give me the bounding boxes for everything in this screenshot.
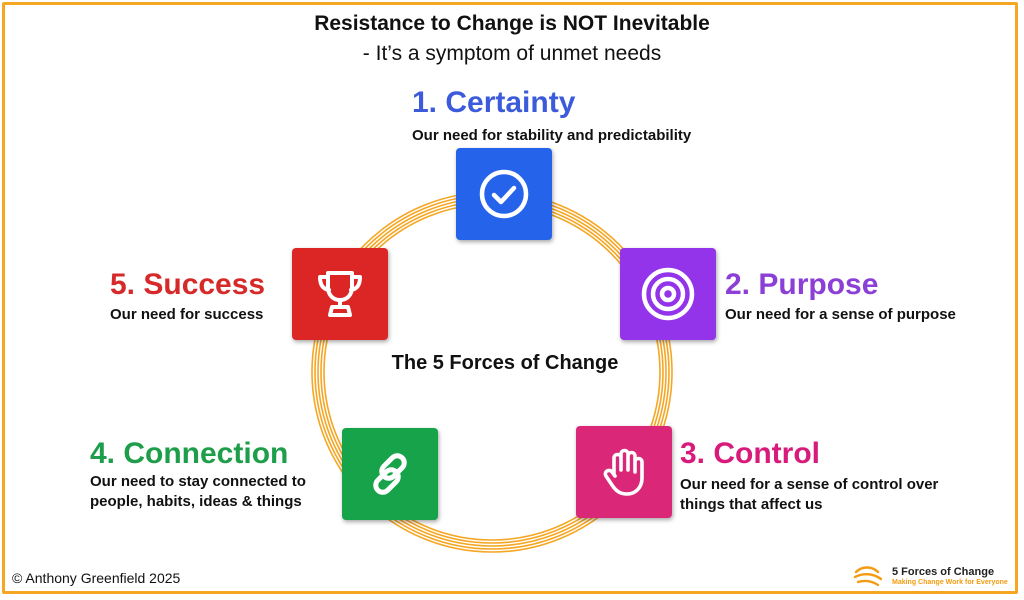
force-desc-control: Our need for a sense of control over thi…: [680, 476, 939, 513]
force-desc-connection: Our need to stay connected to people, ha…: [90, 473, 306, 510]
connection-tile: [342, 428, 438, 520]
brand-logo: 5 Forces of Change Making Change Work fo…: [852, 564, 1008, 588]
swirl-logo-icon: [853, 566, 883, 587]
copyright-text: © Anthony Greenfield 2025: [12, 570, 181, 586]
page-title: Resistance to Change is NOT Inevitable: [314, 12, 710, 35]
raised-hand-icon: [603, 448, 644, 496]
force-title-purpose: 2. Purpose: [725, 268, 879, 301]
success-tile: [292, 248, 388, 340]
center-label: The 5 Forces of Change: [391, 352, 619, 374]
certainty-tile: [456, 148, 552, 240]
page-border: [2, 2, 1018, 594]
purpose-tile: [620, 248, 716, 340]
force-desc-certainty: Our need for stability and predictabilit…: [412, 127, 692, 144]
logo-tagline: Making Change Work for Everyone: [892, 578, 1008, 586]
check-circle-icon: [479, 169, 529, 219]
force-title-certainty: 1. Certainty: [412, 86, 576, 119]
logo-name: 5 Forces of Change: [892, 565, 995, 578]
target-icon: [641, 267, 695, 321]
control-tile: [576, 426, 672, 518]
trophy-icon: [318, 271, 362, 317]
force-title-control: 3. Control: [680, 437, 820, 470]
force-desc-purpose: Our need for a sense of purpose: [725, 306, 956, 323]
page-subtitle: - It’s a symptom of unmet needs: [362, 42, 662, 65]
force-title-connection: 4. Connection: [90, 437, 289, 470]
link-icon: [373, 453, 407, 495]
force-desc-success: Our need for success: [110, 306, 264, 323]
force-title-success: 5. Success: [110, 268, 266, 301]
